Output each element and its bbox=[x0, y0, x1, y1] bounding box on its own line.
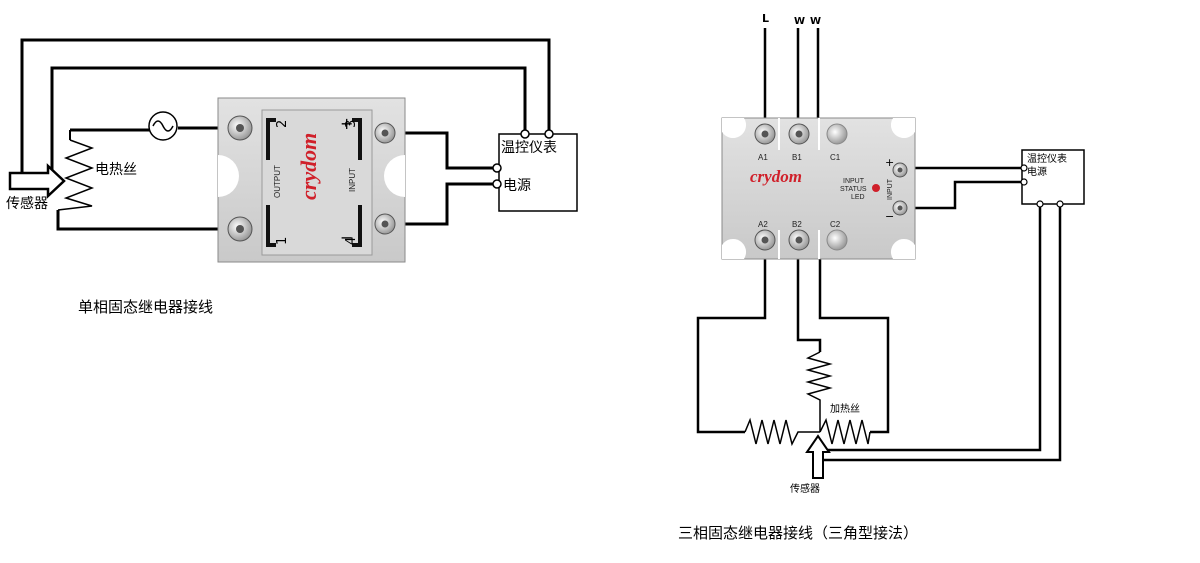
screw-terminal bbox=[826, 229, 848, 251]
controller-power-label: 电源 bbox=[1027, 165, 1047, 178]
output-label: OUTPUT bbox=[273, 165, 282, 198]
phase-label-w2: W bbox=[810, 16, 821, 27]
minus-sign: − bbox=[340, 228, 353, 247]
temperature-controller-box: 温控仪表 电源 bbox=[492, 129, 578, 212]
status-text-led: LED bbox=[851, 194, 865, 201]
status-led-icon bbox=[872, 184, 880, 192]
screw-terminal bbox=[788, 123, 810, 145]
sensor-arrow-icon bbox=[805, 434, 831, 479]
terminal-b2-label: B2 bbox=[792, 220, 802, 229]
terminal-c2-label: C2 bbox=[830, 220, 841, 229]
single-phase-caption: 单相固态继电器接线 bbox=[78, 298, 213, 316]
single-phase-diagram: 电热丝 传感器 crydom OUTPUT INPUT 2 1 3 4 + − bbox=[6, 38, 578, 316]
controller-label: 温控仪表 bbox=[501, 140, 557, 156]
screw-terminal bbox=[227, 115, 253, 141]
screw-terminal bbox=[754, 229, 776, 251]
status-text-input: INPUT bbox=[843, 178, 865, 185]
heater-coil-icon bbox=[57, 130, 95, 211]
single-phase-relay: crydom OUTPUT INPUT 2 1 3 4 + − bbox=[217, 97, 406, 263]
controller-label: 温控仪表 bbox=[1027, 152, 1067, 165]
terminal-c1-label: C1 bbox=[830, 153, 841, 162]
terminal-a2-label: A2 bbox=[758, 220, 768, 229]
screw-terminal bbox=[227, 216, 253, 242]
three-phase-relay: A1 B1 C1 A2 B2 C2 crydom INPUT STATUS LE… bbox=[721, 117, 916, 260]
screw-terminal bbox=[826, 123, 848, 145]
relay-brand-logo: crydom bbox=[296, 133, 321, 200]
terminal-2-label: 2 bbox=[275, 120, 290, 128]
plus-sign: + bbox=[340, 114, 353, 133]
screw-terminal bbox=[754, 123, 776, 145]
phase-label-l: L bbox=[762, 12, 769, 25]
screw-terminal bbox=[788, 229, 810, 251]
single-phase-wires bbox=[20, 38, 551, 231]
relay-brand-logo: crydom bbox=[750, 167, 802, 186]
input-label: INPUT bbox=[348, 168, 357, 192]
sensor-arrow-icon bbox=[8, 163, 66, 199]
heater-label: 加热丝 bbox=[830, 402, 860, 415]
phase-label-w1: W bbox=[794, 16, 805, 27]
minus-sign: − bbox=[885, 210, 894, 223]
three-phase-wires bbox=[696, 28, 1062, 462]
heater-label: 电热丝 bbox=[95, 162, 137, 178]
terminal-1-label: 1 bbox=[275, 237, 290, 245]
terminal-b1-label: B1 bbox=[792, 153, 802, 162]
terminal-4-label: 4 bbox=[344, 237, 359, 245]
status-text-status: STATUS bbox=[840, 186, 867, 193]
ac-source-icon bbox=[148, 111, 178, 141]
three-phase-controller-box: 温控仪表 电源 bbox=[1020, 149, 1085, 208]
three-phase-diagram: L W W A1 B1 C1 A2 B2 C2 crydom I bbox=[678, 12, 1085, 542]
screw-terminal bbox=[892, 200, 908, 216]
three-phase-caption: 三相固态继电器接线（三角型接法） bbox=[678, 524, 918, 542]
sensor-label: 传感器 bbox=[6, 195, 48, 212]
sensor-label: 传感器 bbox=[790, 482, 820, 495]
power-label: 电源 bbox=[503, 178, 531, 194]
screw-terminal bbox=[374, 122, 396, 144]
terminal-a1-label: A1 bbox=[758, 153, 768, 162]
terminal-3-label: 3 bbox=[344, 120, 359, 128]
screw-terminal bbox=[374, 213, 396, 235]
heater-coil-icon bbox=[744, 351, 871, 447]
plus-sign: + bbox=[885, 156, 894, 169]
screw-terminal bbox=[892, 162, 908, 178]
input-label: INPUT bbox=[887, 178, 894, 200]
